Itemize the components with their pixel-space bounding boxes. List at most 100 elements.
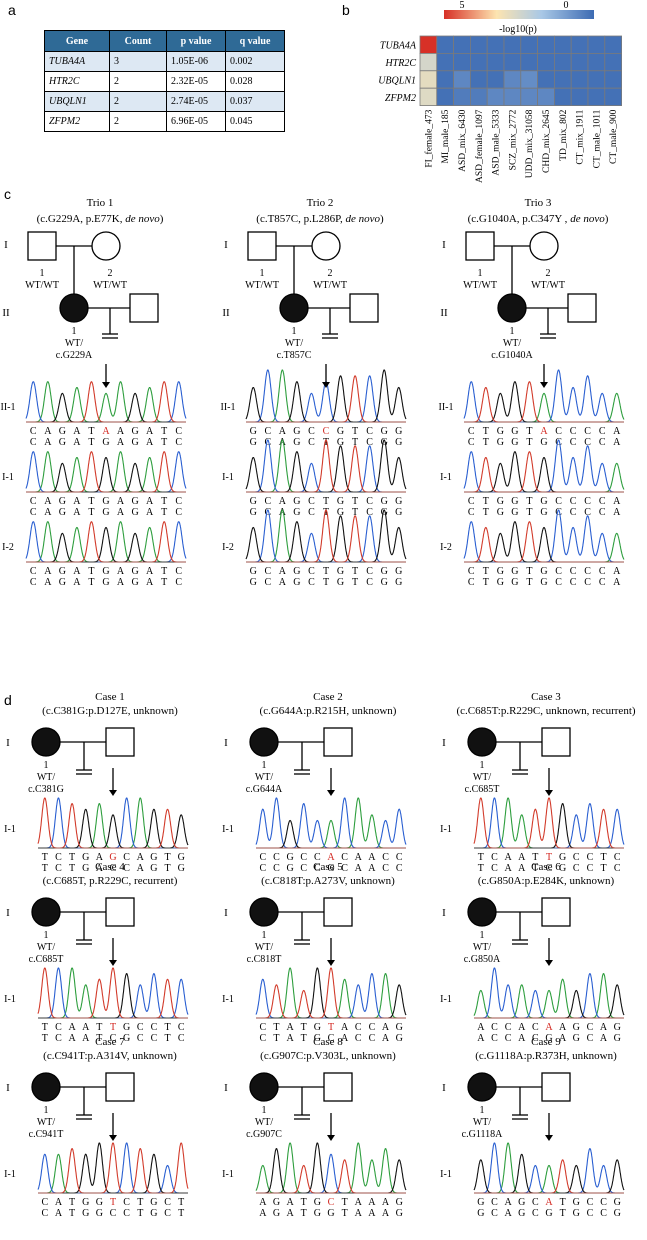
- heatmap-cell: [486, 87, 505, 106]
- heatmap-cell: [486, 53, 505, 72]
- heatmap-cell: [570, 70, 589, 89]
- sequence-base: A: [44, 566, 52, 577]
- chromatogram-trace: [256, 1142, 407, 1194]
- sequence-base: T: [88, 426, 94, 437]
- proband-genotype: WT/: [473, 772, 492, 783]
- sequence-base: C: [137, 1022, 144, 1033]
- reference-base: C: [264, 577, 271, 588]
- sequence-base: G: [273, 1197, 280, 1208]
- reference-base: T: [352, 577, 358, 588]
- reference-base: A: [477, 1033, 485, 1044]
- heatmap-col-label: ASD_female_1097: [474, 109, 485, 183]
- reference-base: G: [59, 507, 66, 518]
- proband-filled-circle: [31, 897, 61, 927]
- reference-base: C: [308, 437, 315, 448]
- reference-base: A: [559, 1033, 567, 1044]
- heatmap-cell: [469, 53, 488, 72]
- case-title: Case 7: [95, 1036, 125, 1048]
- reference-base: C: [584, 507, 591, 518]
- sequence-base: T: [137, 1197, 143, 1208]
- sequence-base: T: [526, 566, 532, 577]
- reference-base: C: [600, 1208, 607, 1219]
- father-genotype: WT/WT: [463, 280, 497, 291]
- heatmap-cell: [503, 87, 522, 106]
- reference-base: G: [82, 1208, 89, 1219]
- generation-label: II: [440, 307, 448, 319]
- reference-base: C: [570, 577, 577, 588]
- chromatogram: [473, 797, 625, 849]
- reference-base: C: [584, 437, 591, 448]
- reference-base: C: [468, 577, 475, 588]
- mother-number: 2: [328, 268, 333, 279]
- reference-base: T: [483, 577, 489, 588]
- sequence-base: G: [150, 852, 157, 863]
- reference-base: A: [279, 507, 287, 518]
- reference-base: G: [327, 1208, 334, 1219]
- reference-base: C: [555, 577, 562, 588]
- reference-base: A: [55, 1208, 63, 1219]
- trio-description: (c.T857C, p.L286P, de novo): [256, 213, 384, 225]
- reference-base: A: [368, 863, 376, 874]
- reference-base: G: [273, 1208, 280, 1219]
- sequence-base: C: [55, 852, 62, 863]
- heatmap-cell: [520, 87, 538, 106]
- reference-base: C: [259, 1033, 266, 1044]
- track-label: I-1: [4, 994, 16, 1005]
- reference-base: G: [250, 437, 257, 448]
- sequence-base: A: [117, 496, 125, 507]
- sequence-base: A: [279, 426, 287, 437]
- sequence-base: A: [613, 426, 621, 437]
- chromatogram: [255, 797, 407, 849]
- spouse-square: [541, 897, 571, 927]
- heatmap-cell: [419, 53, 438, 72]
- reference-base: G: [293, 437, 300, 448]
- sequence-base: C: [570, 426, 577, 437]
- reference-base: G: [511, 577, 518, 588]
- heatmap-cell: [503, 53, 522, 72]
- reference-base: T: [526, 507, 532, 518]
- table-cell-gene: HTR2C: [44, 71, 110, 92]
- reference-base: G: [131, 577, 138, 588]
- sequence-base: G: [102, 566, 109, 577]
- reference-base: C: [599, 577, 606, 588]
- mother-circle: [91, 231, 121, 261]
- spouse-square: [105, 727, 135, 757]
- trio-description: (c.G1040A, p.C347Y , de novo): [468, 213, 609, 225]
- sequence-base: A: [540, 426, 548, 437]
- sequence-base: A: [355, 852, 363, 863]
- reference-base: C: [532, 1208, 539, 1219]
- reference-base: C: [55, 863, 62, 874]
- reference-base: G: [337, 437, 344, 448]
- reference-base: C: [164, 1208, 171, 1219]
- heatmap-cell: [436, 35, 454, 54]
- sequence-base: G: [497, 566, 504, 577]
- reference-base: T: [323, 437, 329, 448]
- father-square: [27, 231, 57, 261]
- spouse-square: [129, 293, 159, 323]
- heatmap-cell: [570, 35, 589, 54]
- proband-variant: c.C685T: [29, 954, 64, 965]
- proband-filled-circle: [249, 1072, 279, 1102]
- case-description: (c.G1118A:p.R373H, unknown): [475, 1050, 617, 1062]
- trio-title: Trio 2: [307, 197, 334, 209]
- reference-base: C: [264, 507, 271, 518]
- panel-letter-c: c: [4, 186, 11, 202]
- mother-circle: [311, 231, 341, 261]
- heatmap-col-label: CT_male_900: [609, 109, 619, 164]
- table-header: Gene: [44, 30, 110, 52]
- chromatogram-trace: [474, 967, 624, 1019]
- sequence-base: C: [491, 852, 498, 863]
- reference-base: C: [300, 863, 307, 874]
- sequence-base: C: [175, 426, 182, 437]
- reference-base: G: [293, 507, 300, 518]
- proband-filled-circle: [497, 293, 527, 323]
- sequence-base: G: [150, 1197, 157, 1208]
- panel-letter-a: a: [8, 2, 16, 18]
- heatmap-cell: [436, 53, 454, 72]
- sequence-base: C: [341, 852, 348, 863]
- sequence-base: A: [368, 852, 376, 863]
- generation-label: I: [224, 239, 228, 251]
- colorbar: [444, 10, 594, 19]
- reference-base: C: [273, 863, 280, 874]
- reference-base: T: [88, 437, 94, 448]
